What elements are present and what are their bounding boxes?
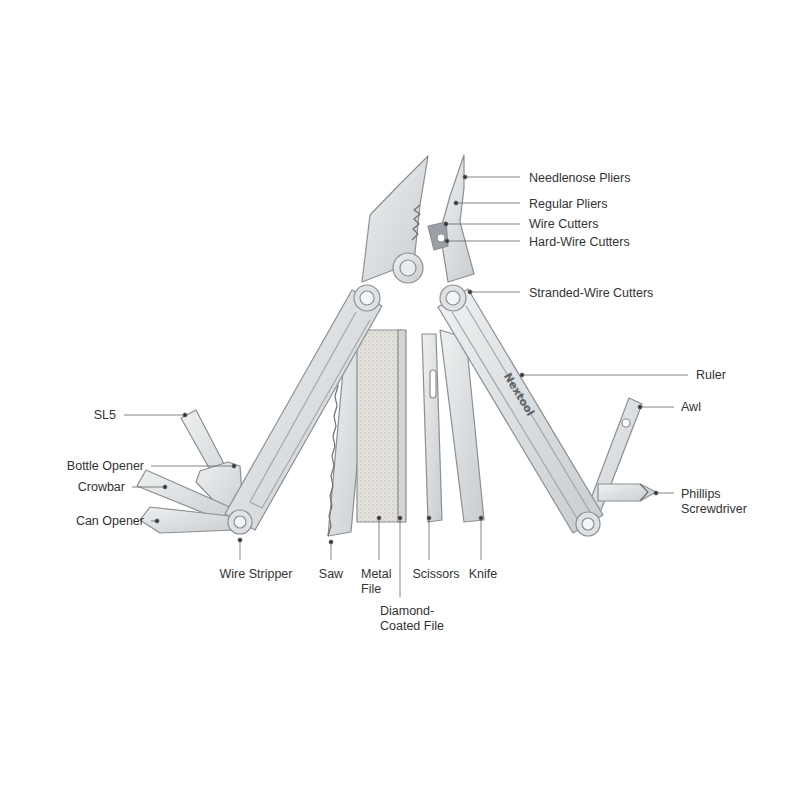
- callout-label: Hard-Wire Cutters: [529, 235, 630, 250]
- callout-label: Bottle Opener: [67, 459, 144, 474]
- awl-eye: [622, 419, 630, 427]
- plier-jaw-left: [362, 156, 428, 282]
- callout-label: Wire Cutters: [529, 217, 598, 232]
- plier-pivot: [393, 253, 423, 283]
- callout-label: Regular Pliers: [529, 197, 608, 212]
- callout-label: Wire Stripper: [220, 567, 293, 582]
- right-handle: [438, 289, 603, 533]
- phillips-bit: [598, 484, 656, 501]
- callout-label: Needlenose Pliers: [529, 171, 630, 186]
- callout-label: SL5: [94, 408, 116, 423]
- callout-label: Ruler: [696, 368, 726, 383]
- callout-label: Crowbar: [78, 480, 125, 495]
- callout-label: Stranded-Wire Cutters: [529, 286, 653, 301]
- metal-file-edge: [398, 330, 406, 522]
- callout-label: Saw: [319, 567, 343, 582]
- callout-label: Scissors: [412, 567, 459, 582]
- callout-label: Knife: [469, 567, 498, 582]
- can-opener: [140, 507, 239, 533]
- leader-lines: [124, 175, 688, 597]
- callout-label: Diamond-Coated File: [380, 604, 454, 634]
- callout-label: Awl: [681, 400, 701, 415]
- callout-label: Metal File: [361, 567, 399, 597]
- plier-jaw-right: [440, 155, 474, 282]
- wire-cutter: [428, 222, 448, 250]
- scissors: [422, 334, 442, 522]
- callout-label: Phillips Screwdriver: [681, 487, 781, 517]
- callout-label: Can Opener: [76, 514, 144, 529]
- left-handle: [225, 290, 382, 530]
- diamond-file: [357, 330, 402, 522]
